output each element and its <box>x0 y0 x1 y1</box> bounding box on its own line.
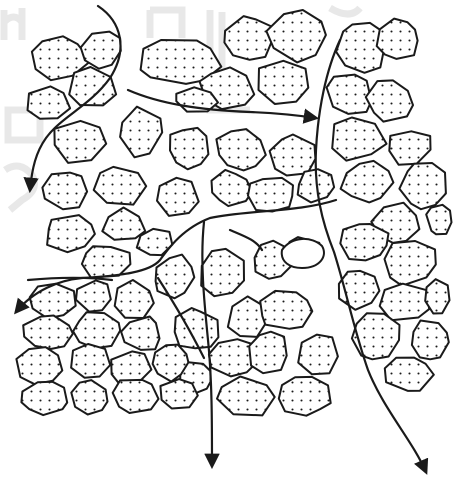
stone-block <box>21 382 67 415</box>
stone-block <box>425 279 449 313</box>
stone-block <box>217 377 275 416</box>
stone-block <box>113 380 159 413</box>
stone-block <box>279 377 331 416</box>
stone-block <box>94 167 147 205</box>
stone-block <box>28 86 71 118</box>
stone-block <box>115 280 154 318</box>
stone-block <box>120 107 162 158</box>
stone-block <box>201 249 244 296</box>
stone-block <box>270 135 316 176</box>
stone-block <box>399 163 446 209</box>
stone-block <box>385 358 434 391</box>
stone-block <box>389 131 430 164</box>
stone-block <box>248 178 293 212</box>
stone-block <box>212 170 253 206</box>
stone-block <box>69 67 116 105</box>
stone-block <box>327 75 372 114</box>
stone-block <box>377 19 418 59</box>
void-gap <box>282 239 324 268</box>
stone-block <box>160 379 197 408</box>
stone-block <box>340 224 388 260</box>
stone-block <box>16 347 62 384</box>
stone-block <box>157 178 199 216</box>
stone-block <box>71 344 110 378</box>
stone-block <box>341 161 394 203</box>
stone-block <box>412 321 449 360</box>
stone-block <box>385 241 436 286</box>
stone-block <box>47 215 95 252</box>
stone-block <box>73 312 120 348</box>
stone-block <box>102 208 145 240</box>
stone-block <box>298 335 338 375</box>
stone-block <box>121 317 159 350</box>
stone-block <box>352 313 400 359</box>
stone-block <box>426 205 451 235</box>
stone-block <box>260 291 312 329</box>
stone-block <box>259 61 309 104</box>
stone-block <box>42 173 87 210</box>
stone-block <box>224 16 272 60</box>
stone-block <box>54 121 106 163</box>
stone-block <box>170 128 208 169</box>
stone-block <box>332 118 386 161</box>
crack-line <box>230 230 262 250</box>
stone-block <box>82 246 130 277</box>
stone-block <box>76 280 111 311</box>
stone-block <box>336 23 384 73</box>
stone-block <box>30 284 76 319</box>
stone-block <box>266 10 326 62</box>
stone-block <box>216 129 265 170</box>
stone-blocks <box>16 10 451 416</box>
stone-block <box>71 380 107 414</box>
stone-block <box>366 80 413 121</box>
stone-block <box>23 316 73 349</box>
stone-block <box>249 332 287 374</box>
stone-block <box>156 255 195 299</box>
